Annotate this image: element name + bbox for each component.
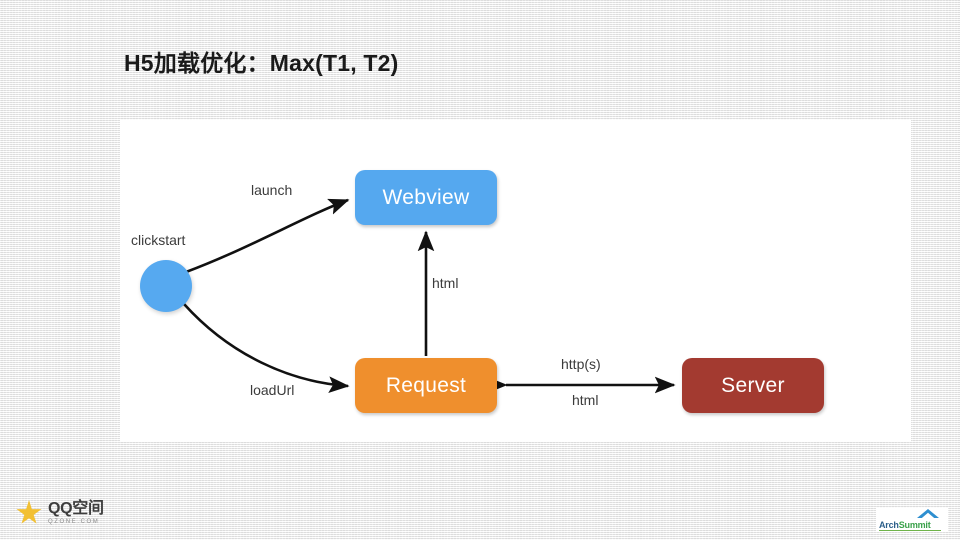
label-launch: launch	[251, 182, 293, 198]
label-clickstart: clickstart	[131, 232, 186, 248]
archsummit-word-first: Arch	[879, 520, 899, 530]
qzone-name: QQ空间	[48, 500, 104, 517]
node-server[interactable]: Server	[682, 358, 824, 413]
diagram-panel: Webview Request Server clickstart launch…	[120, 120, 911, 442]
diagram-connectors	[183, 198, 676, 394]
page-title: H5加载优化：Max(T1, T2)	[124, 50, 399, 76]
edge-clickstart-webview	[185, 198, 350, 274]
label-html-horizontal: html	[572, 392, 599, 408]
node-request-label: Request	[385, 373, 467, 397]
node-request[interactable]: Request	[355, 358, 497, 413]
archsummit-word-second: Summit	[898, 520, 931, 530]
node-clickstart[interactable]	[140, 260, 192, 312]
node-webview[interactable]: Webview	[355, 170, 497, 225]
node-server-label: Server	[721, 373, 785, 397]
node-webview-label: Webview	[382, 185, 470, 209]
archsummit-logo: ArchSummit	[876, 508, 948, 532]
arch-mountain-icon	[917, 509, 939, 518]
label-loadurl: loadUrl	[250, 382, 295, 398]
label-html-vertical: html	[432, 275, 459, 291]
archsummit-underline	[879, 530, 941, 531]
label-https: http(s)	[561, 356, 601, 372]
qzone-domain: QZONE.COM	[48, 519, 100, 525]
archsummit-logo-inner: ArchSummit	[879, 509, 945, 531]
qzone-logo: QQ空间 QZONE.COM	[16, 500, 104, 526]
star-icon	[16, 500, 42, 524]
archsummit-wordmark: ArchSummit	[879, 520, 931, 530]
edge-clickstart-request	[183, 303, 350, 393]
qzone-logo-text: QQ空间 QZONE.COM	[48, 500, 104, 526]
